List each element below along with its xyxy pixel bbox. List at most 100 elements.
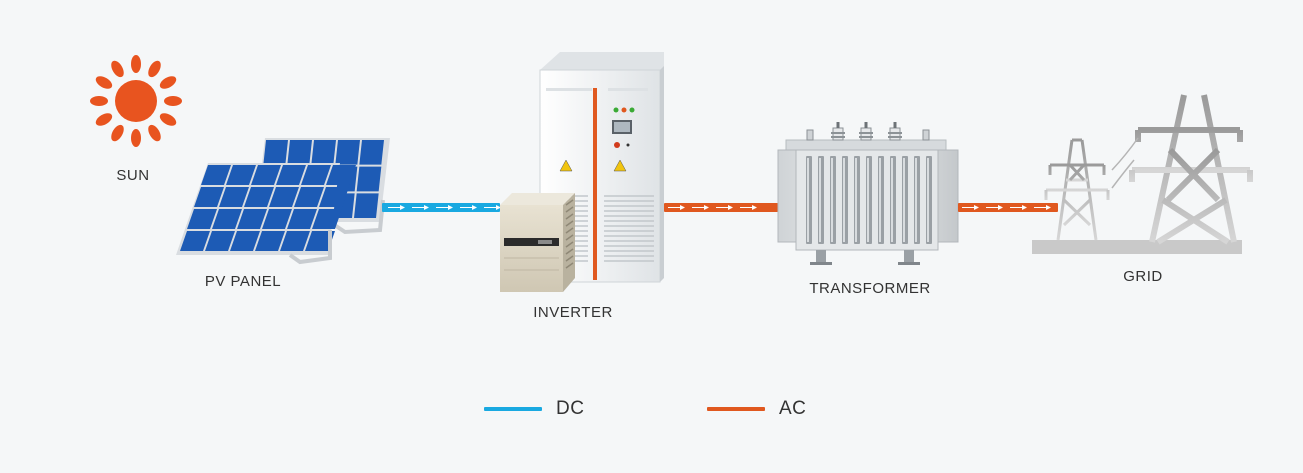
pv-cell [287, 140, 312, 165]
pv-cell [305, 231, 335, 251]
pv-panel-icon [176, 138, 390, 265]
pv-cell [212, 209, 242, 229]
flow-arrow-head [728, 205, 733, 210]
cooling-fin-highlight [807, 158, 809, 242]
flow-arrow-head [1022, 205, 1027, 210]
bushing-ring [888, 132, 902, 134]
pv-cell [187, 209, 217, 229]
pv-cell [287, 209, 317, 229]
pv-cell [244, 187, 274, 207]
legend-dc-label: DC [556, 398, 585, 419]
inverter-icon [500, 52, 664, 292]
vent-slot [565, 213, 574, 220]
pv-cell [180, 231, 210, 251]
flow-arrow-head [974, 205, 979, 210]
pv-cell [219, 187, 249, 207]
flow-arrow-head [472, 205, 477, 210]
transformer-icon [777, 122, 959, 265]
pv-cell [354, 193, 379, 218]
pv-cell [263, 140, 288, 165]
bushing-terminal [864, 122, 868, 128]
flow-arrow-head [752, 205, 757, 210]
vent-slot [565, 206, 574, 213]
pv-cell [251, 165, 281, 185]
grid-pylon-icon [1032, 92, 1253, 254]
pv-cell [335, 140, 360, 165]
pv-cell [255, 231, 285, 251]
cooling-fin-highlight [831, 158, 833, 242]
sun-ray [159, 113, 177, 126]
bushing-ring [831, 136, 845, 138]
sun-ray [131, 55, 141, 73]
transformer-label: TRANSFORMER [809, 280, 931, 297]
bushing-post [806, 129, 814, 141]
cooling-fin-highlight [879, 158, 881, 242]
sun-ray [95, 76, 113, 89]
legend-ac-swatch [707, 407, 765, 411]
flow-arrow-head [400, 205, 405, 210]
sun-ray [131, 129, 141, 147]
sun-label: SUN [116, 167, 150, 184]
pv-cell [326, 165, 356, 185]
flow-arrow-head [424, 205, 429, 210]
sun-ray [95, 113, 113, 126]
cooling-fin-highlight [927, 158, 929, 242]
bushing-ring [859, 136, 873, 138]
cooling-fin-highlight [867, 158, 869, 242]
sun-ray [148, 60, 161, 78]
pv-cell [294, 187, 324, 207]
legend-dc-swatch [484, 407, 542, 411]
pv-cell [356, 166, 382, 192]
bushing-terminal [893, 122, 897, 128]
cooling-fin-highlight [819, 158, 821, 242]
vent-slot [565, 220, 574, 227]
sun-rays [90, 55, 182, 147]
cooling-fin-highlight [855, 158, 857, 242]
legend-dc: DC [484, 398, 584, 420]
sun-ray [90, 96, 108, 106]
pv-cell [319, 187, 349, 207]
sun-ray [164, 96, 182, 106]
vent-slot [565, 241, 574, 248]
pv-cell [205, 231, 235, 251]
sun-icon [90, 55, 182, 147]
sun-ray [111, 60, 124, 78]
large-pylon [1129, 92, 1253, 245]
flow-arrow-head [680, 205, 685, 210]
flow-arrow-head [448, 205, 453, 210]
vent-slot [565, 262, 574, 269]
ac-connection-line-1 [664, 203, 778, 212]
cooling-fin-highlight [915, 158, 917, 242]
dc-connection-line [382, 203, 501, 212]
pv-cell [311, 140, 336, 165]
cooling-fin-highlight [891, 158, 893, 242]
pv-cell [201, 165, 231, 185]
pv-cell [301, 165, 331, 185]
pv-cell [280, 231, 310, 251]
vent-slot [565, 227, 574, 234]
pv-panel-label: PV PANEL [204, 273, 282, 290]
sun-ray [148, 124, 161, 142]
pv-cell [262, 209, 292, 229]
bushing-terminal [836, 122, 840, 128]
pv-cell [269, 187, 299, 207]
pv-cell [359, 140, 384, 165]
ac-connection-line-2 [958, 203, 1058, 212]
legend-ac-label: AC [779, 398, 807, 419]
pv-cell [312, 209, 342, 229]
legend-ac: AC [707, 398, 806, 420]
bushing-post [922, 129, 930, 141]
pv-cell [276, 165, 306, 185]
pv-cell [230, 231, 260, 251]
pv-panel-front [176, 163, 356, 265]
flow-arrow-head [704, 205, 709, 210]
cooling-fin-highlight [903, 158, 905, 242]
bushing-ring [888, 136, 902, 138]
flow-arrow-head [496, 205, 501, 210]
flow-arrow-head [1046, 205, 1051, 210]
inverter-unit [500, 193, 575, 292]
vent-slot [565, 255, 574, 262]
small-pylon [1044, 138, 1110, 241]
